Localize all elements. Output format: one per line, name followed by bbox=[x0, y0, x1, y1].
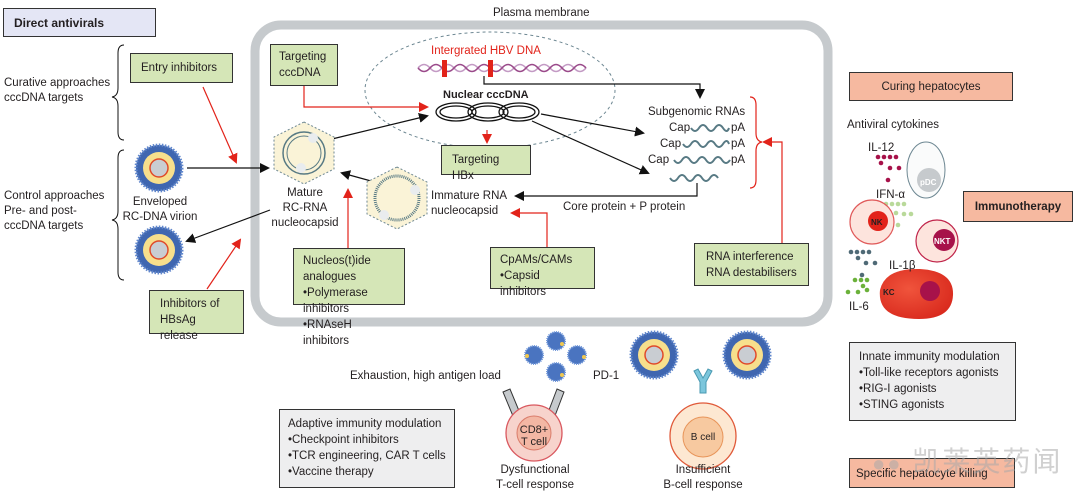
antibody-icon bbox=[693, 368, 713, 394]
cccdna-rings bbox=[435, 102, 540, 122]
cap-label-2: Cap bbox=[660, 138, 682, 150]
specific-killing-box: Specific hepatocyte killing bbox=[849, 458, 1015, 488]
nk-cell bbox=[849, 199, 895, 245]
rna-interference-box: RNA interference RNA destabilisers bbox=[694, 243, 809, 286]
immature-nucleocapsid-label: Immature RNA nucleocapsid bbox=[431, 190, 508, 217]
il6-dots bbox=[845, 277, 870, 295]
virion-icon-4 bbox=[722, 330, 772, 380]
virion-icon-2 bbox=[134, 225, 184, 275]
core-protein-label: Core protein + P protein bbox=[563, 201, 686, 213]
curative-approaches-label: Curative approaches cccDNA targets bbox=[4, 77, 111, 104]
il1b-dots bbox=[848, 249, 878, 278]
nkt-label: NKT bbox=[934, 237, 951, 246]
bcell-response-label: Insufficient B-cell response bbox=[663, 464, 743, 491]
direct-antivirals-header: Direct antivirals bbox=[3, 8, 156, 37]
cd8-t-cell-label: CD8+ T cell bbox=[519, 424, 549, 448]
pdc-cell bbox=[906, 141, 946, 199]
virion-icon-3 bbox=[629, 330, 679, 380]
il1b-label: IL-1β bbox=[889, 260, 916, 272]
nucleus-outline bbox=[364, 31, 616, 149]
virion-icon-1 bbox=[134, 143, 184, 193]
rna-brace bbox=[749, 96, 763, 189]
immunotherapy-box: Immunotherapy bbox=[963, 191, 1073, 222]
nuclear-cccdna-label: Nuclear cccDNA bbox=[443, 89, 529, 101]
cap-label-3: Cap bbox=[648, 154, 670, 166]
antigen-particles bbox=[524, 331, 587, 382]
nucleoside-analogues-box: Nucleos(t)ide analogues Polymerase inhib… bbox=[293, 248, 405, 347]
rna-transcripts bbox=[669, 124, 731, 182]
b-cell-label: B cell bbox=[690, 432, 716, 443]
il12-dots bbox=[875, 154, 902, 183]
kc-label: KC bbox=[883, 288, 895, 297]
mature-nucleocapsid-icon bbox=[273, 121, 335, 185]
ifna-label: IFN-α bbox=[876, 189, 906, 201]
pa-label-1: pA bbox=[731, 122, 746, 134]
targeting-hbx-box: Targeting HBx bbox=[441, 145, 531, 182]
targeting-cccdna-box: Targeting cccDNA bbox=[270, 44, 338, 86]
antiviral-cytokines-label: Antiviral cytokines bbox=[847, 119, 940, 131]
integrated-hbv-dna-label: Intergrated HBV DNA bbox=[431, 45, 541, 57]
b-cell bbox=[669, 402, 737, 470]
pd1-label: PD-1 bbox=[593, 370, 620, 382]
nk-label: NK bbox=[871, 218, 883, 227]
cpam-box: CpAMs/CAMs Capsid inhibitors bbox=[490, 247, 595, 298]
mature-nucleocapsid-label: Mature RC-RNA nucleocapsid bbox=[271, 187, 339, 229]
cap-label-1: Cap bbox=[669, 122, 691, 134]
cd8-t-cell bbox=[505, 404, 563, 462]
pa-label-3: pA bbox=[731, 154, 746, 166]
curing-hepatocytes-box: Curing hepatocytes bbox=[849, 72, 1013, 101]
integrated-dna-helix bbox=[417, 60, 587, 77]
entry-inhibitors-box: Entry inhibitors bbox=[130, 53, 233, 83]
pdc-label: pDC bbox=[920, 178, 937, 187]
subgenomic-rnas-label: Subgenomic RNAs bbox=[648, 106, 746, 118]
nkt-cell bbox=[915, 219, 959, 263]
enveloped-virion-label: Enveloped RC-DNA virion bbox=[122, 196, 198, 223]
watermark: ●● 凯莱英药闻 bbox=[872, 446, 1063, 477]
il12-label: IL-12 bbox=[868, 142, 895, 154]
adaptive-immunity-box: Adaptive immunity modulation Checkpoint … bbox=[279, 409, 455, 488]
plasma-membrane-label: Plasma membrane bbox=[493, 7, 590, 19]
il6-label: IL-6 bbox=[849, 301, 869, 313]
exhaustion-label: Exhaustion, high antigen load bbox=[350, 370, 501, 382]
tcell-response-label: Dysfunctional T-cell response bbox=[496, 464, 574, 491]
innate-immunity-box: Innate immunity modulation Toll-like rec… bbox=[849, 342, 1016, 421]
pa-label-2: pA bbox=[731, 138, 746, 150]
kc-cell bbox=[879, 268, 954, 319]
hbsag-release-box: Inhibitors of HBsAg release bbox=[149, 290, 244, 342]
immature-nucleocapsid-icon bbox=[366, 166, 428, 230]
plasma-membrane bbox=[250, 20, 833, 327]
wechat-icon: ●● bbox=[872, 451, 903, 476]
control-approaches-label: Control approaches Pre- and post- cccDNA… bbox=[4, 190, 105, 232]
